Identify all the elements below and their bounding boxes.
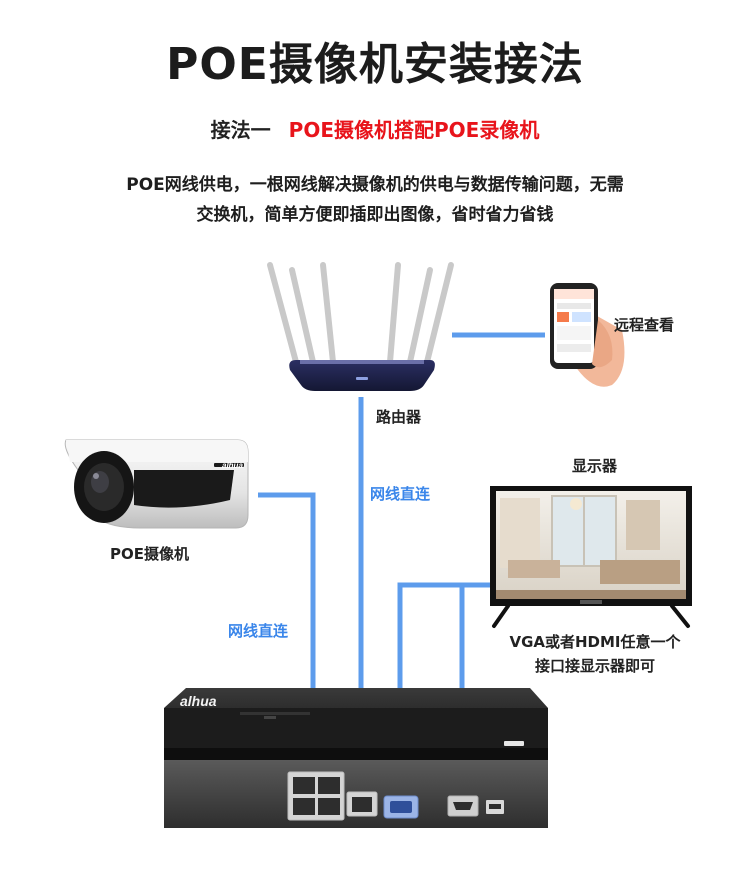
monitor-label: 显示器 (572, 457, 618, 475)
description: POE网线供电，一根网线解决摄像机的供电与数据传输问题，无需 交换机，简单方便即… (40, 170, 710, 230)
subtitle-highlight: POE摄像机搭配POE录像机 (288, 118, 540, 142)
subtitle-prefix: 接法一 (210, 118, 271, 142)
monitor-device (490, 486, 692, 628)
svg-text:alhua: alhua (222, 461, 243, 470)
router-label: 路由器 (376, 408, 422, 426)
monitor-note-line-1: VGA或者HDMI任意一个 (509, 633, 681, 651)
description-line-2: 交换机，简单方便即插即出图像，省时省力省钱 (196, 205, 554, 225)
description-line-1: POE网线供电，一根网线解决摄像机的供电与数据传输问题，无需 (126, 175, 624, 195)
monitor-note: VGA或者HDMI任意一个 接口接显示器即可 (488, 630, 702, 678)
router-cable-label: 网线直连 (370, 485, 431, 503)
phone-device (550, 283, 625, 387)
nvr-device (164, 688, 548, 828)
cable-camera-nvr (258, 492, 316, 782)
svg-text:alhua: alhua (180, 693, 217, 709)
phone-label: 远程查看 (614, 316, 675, 334)
subtitle: 接法一 POE摄像机搭配POE录像机 (0, 114, 750, 143)
monitor-note-line-2: 接口接显示器即可 (534, 657, 655, 675)
router-device (267, 262, 454, 391)
camera-brand-logo: alhua (222, 461, 243, 470)
nvr-brand-logo: alhua (180, 693, 217, 709)
page-title: POE摄像机安装接法 (166, 39, 584, 90)
camera-device (64, 439, 249, 529)
camera-cable-label: 网线直连 (228, 622, 289, 640)
camera-label: POE摄像机 (110, 545, 189, 563)
